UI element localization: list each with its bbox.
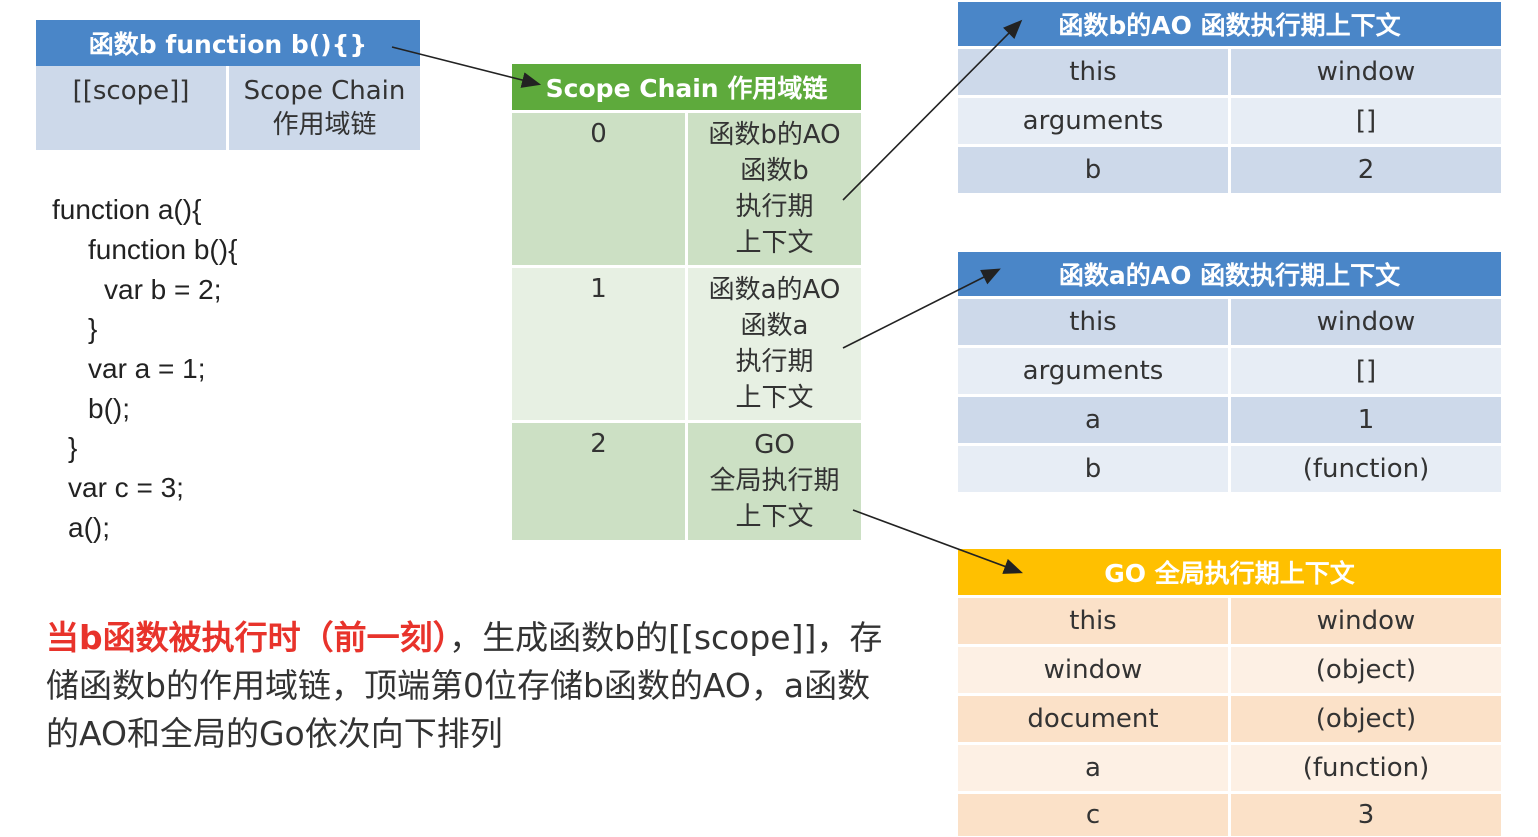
- go-value: (object): [1231, 696, 1501, 742]
- go-key: c: [958, 794, 1228, 836]
- ao-b-value: window: [1231, 49, 1501, 95]
- ao-a-value: (function): [1231, 446, 1501, 492]
- ao-b-value: 2: [1231, 147, 1501, 193]
- go-key: document: [958, 696, 1228, 742]
- code-line: function b(){: [88, 234, 238, 265]
- scope-chain-title: Scope Chain 作用域链: [512, 64, 861, 110]
- entry-line: 上下文: [735, 502, 814, 532]
- code-line: a();: [68, 512, 110, 543]
- entry-line: 执行期: [735, 347, 814, 377]
- entry-line: 上下文: [735, 228, 814, 258]
- go-value: (function): [1231, 745, 1501, 791]
- arrow-b-to-scope-chain: [391, 46, 542, 88]
- ao-b-key: this: [958, 49, 1228, 95]
- go-value: window: [1231, 598, 1501, 644]
- explanation-note: 当b函数被执行时（前一刻），生成函数b的[[scope]]，存储函数b的作用域链…: [46, 614, 886, 758]
- go-key: window: [958, 647, 1228, 693]
- arrow-entry0-to-ao-b: [842, 19, 1023, 201]
- go-value: 3: [1231, 794, 1501, 836]
- entry-line: GO: [754, 430, 795, 460]
- scope-chain-index-2: 2: [512, 423, 685, 540]
- entry-line: 上下文: [735, 383, 814, 413]
- code-line: b();: [88, 393, 130, 424]
- ao-a-key: this: [958, 299, 1228, 345]
- ao-a-value: []: [1231, 348, 1501, 394]
- arrow-entry2-to-go: [852, 509, 1023, 574]
- scope-value-line2: 作用域链: [272, 110, 377, 140]
- ao-a-value: window: [1231, 299, 1501, 345]
- code-line: }: [68, 432, 78, 463]
- ao-a-value: 1: [1231, 397, 1501, 443]
- function-b-scope-value: Scope Chain 作用域链: [229, 66, 420, 150]
- ao-b-value: []: [1231, 98, 1501, 144]
- scope-chain-entry-0: 函数b的AO 函数b 执行期 上下文: [688, 113, 861, 265]
- entry-line: 函数a的AO: [708, 275, 841, 305]
- go-title: GO 全局执行期上下文: [958, 549, 1501, 595]
- code-line: var c = 3;: [68, 472, 184, 503]
- ao-a-key: b: [958, 446, 1228, 492]
- scope-chain-index-0: 0: [512, 113, 685, 265]
- code-line: function a(){: [52, 194, 202, 225]
- function-b-title: 函数b function b(){}: [36, 20, 420, 66]
- entry-line: 函数a: [740, 311, 809, 341]
- note-highlight: 当b函数被执行时（前一刻）: [46, 618, 450, 657]
- go-key: a: [958, 745, 1228, 791]
- entry-line: 函数b的AO: [708, 120, 841, 150]
- entry-line: 函数b: [740, 156, 809, 186]
- entry-line: 执行期: [735, 192, 814, 222]
- ao-b-title: 函数b的AO 函数执行期上下文: [958, 2, 1501, 46]
- scope-chain-entry-2: GO 全局执行期 上下文: [688, 423, 861, 540]
- function-b-scope-key: [[scope]]: [36, 66, 226, 150]
- ao-a-key: a: [958, 397, 1228, 443]
- ao-a-key: arguments: [958, 348, 1228, 394]
- ao-b-key: arguments: [958, 98, 1228, 144]
- code-line: var b = 2;: [104, 274, 222, 305]
- scope-value-line1: Scope Chain: [243, 76, 406, 106]
- entry-line: 全局执行期: [709, 466, 840, 496]
- go-value: (object): [1231, 647, 1501, 693]
- ao-a-title: 函数a的AO 函数执行期上下文: [958, 252, 1501, 296]
- note-text: ，生成函数b的[[scope]]，存储函数b的作用域链，顶端第0位存储b函数的A…: [46, 618, 883, 753]
- scope-chain-entry-1: 函数a的AO 函数a 执行期 上下文: [688, 268, 861, 420]
- arrow-entry1-to-ao-a: [842, 268, 1001, 349]
- code-line: var a = 1;: [88, 353, 206, 384]
- scope-chain-index-1: 1: [512, 268, 685, 420]
- code-line: }: [88, 313, 98, 344]
- scope-key-label: [[scope]]: [72, 76, 190, 106]
- go-key: this: [958, 598, 1228, 644]
- ao-b-key: b: [958, 147, 1228, 193]
